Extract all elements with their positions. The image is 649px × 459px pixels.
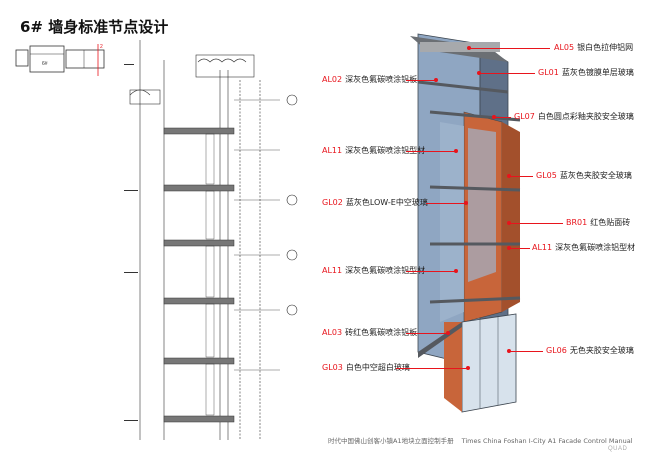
footer: 时代中国佛山创客小镇A1地块立面控制手册 Times China Foshan I… — [328, 435, 633, 445]
callout-label: 深灰色氟碳喷涂铝型材 — [555, 243, 636, 252]
leader-dot — [507, 246, 511, 250]
page-title: 6# 墙身标准节点设计 — [20, 18, 169, 36]
leader-dot — [446, 331, 450, 335]
callout-code: GL03 — [322, 363, 343, 372]
callout-label: 红色贴面砖 — [590, 218, 631, 227]
leader-dot — [477, 71, 481, 75]
callout-label: 砖红色氟碳喷涂铝板 — [345, 328, 418, 337]
callout-code: AL11 — [322, 146, 343, 155]
callout-label: 蓝灰色镀膜单层玻璃 — [561, 68, 634, 77]
leader-dot — [492, 115, 496, 119]
callout-code: AL02 — [322, 75, 343, 84]
callout-label: 白色中空超白玻璃 — [345, 363, 410, 372]
callout-label: 蓝灰色夹胶安全玻璃 — [559, 171, 632, 180]
callout-label: 无色夹胶安全玻璃 — [569, 346, 634, 355]
callout-code: GL07 — [514, 112, 535, 121]
callout-code: AL05 — [554, 43, 575, 52]
callout-label: 白色圆点彩釉夹胶安全玻璃 — [537, 112, 634, 121]
callout-code: GL06 — [546, 346, 567, 355]
wall-section-drawing — [124, 40, 298, 440]
leader-line — [406, 271, 456, 272]
brand-mark: QUAD — [608, 446, 628, 452]
leader-line — [470, 48, 550, 49]
leader-dot — [434, 78, 438, 82]
leader-line — [406, 80, 436, 81]
leader-dot — [454, 269, 458, 273]
leader-dot — [467, 46, 471, 50]
callout-code: BR01 — [566, 218, 588, 227]
footer-en: Times China Foshan I-City A1 Facade Cont… — [461, 437, 633, 445]
leader-line — [480, 73, 535, 74]
callout-code: AL03 — [322, 328, 343, 337]
leader-dot — [466, 366, 470, 370]
leader-line — [426, 203, 466, 204]
callout-code: GL05 — [536, 171, 557, 180]
callout-label: 深灰色氟碳喷涂铝板 — [345, 75, 418, 84]
callout-label: 深灰色氟碳喷涂铝型材 — [345, 146, 426, 155]
leader-dot — [507, 349, 511, 353]
facade-3d-model — [410, 33, 521, 413]
callout-label: 蓝灰色LOW-E中空玻璃 — [345, 198, 428, 207]
callout-code: AL11 — [532, 243, 553, 252]
leader-line — [406, 333, 448, 334]
leader-line — [510, 176, 533, 177]
leader-dot — [464, 201, 468, 205]
footer-cn: 时代中国佛山创客小镇A1地块立面控制手册 — [328, 437, 454, 445]
leader-line — [510, 248, 530, 249]
leader-line — [396, 368, 468, 369]
key-plan-label: 6# — [42, 61, 48, 67]
leader-line — [510, 351, 543, 352]
leader-line — [406, 151, 456, 152]
callout-label: 深灰色氟碳喷涂铝型材 — [345, 266, 426, 275]
leader-line — [495, 117, 511, 118]
callout-code: GL02 — [322, 198, 343, 207]
leader-dot — [454, 149, 458, 153]
leader-dot — [507, 221, 511, 225]
key-plan: 6# 2 — [15, 44, 105, 76]
leader-line — [510, 223, 563, 224]
leader-dot — [507, 174, 511, 178]
callout-label: 银白色拉伸铝网 — [577, 43, 634, 52]
key-plan-marker: 2 — [100, 44, 103, 50]
callout-code: AL11 — [322, 266, 343, 275]
callout-code: GL01 — [538, 68, 559, 77]
